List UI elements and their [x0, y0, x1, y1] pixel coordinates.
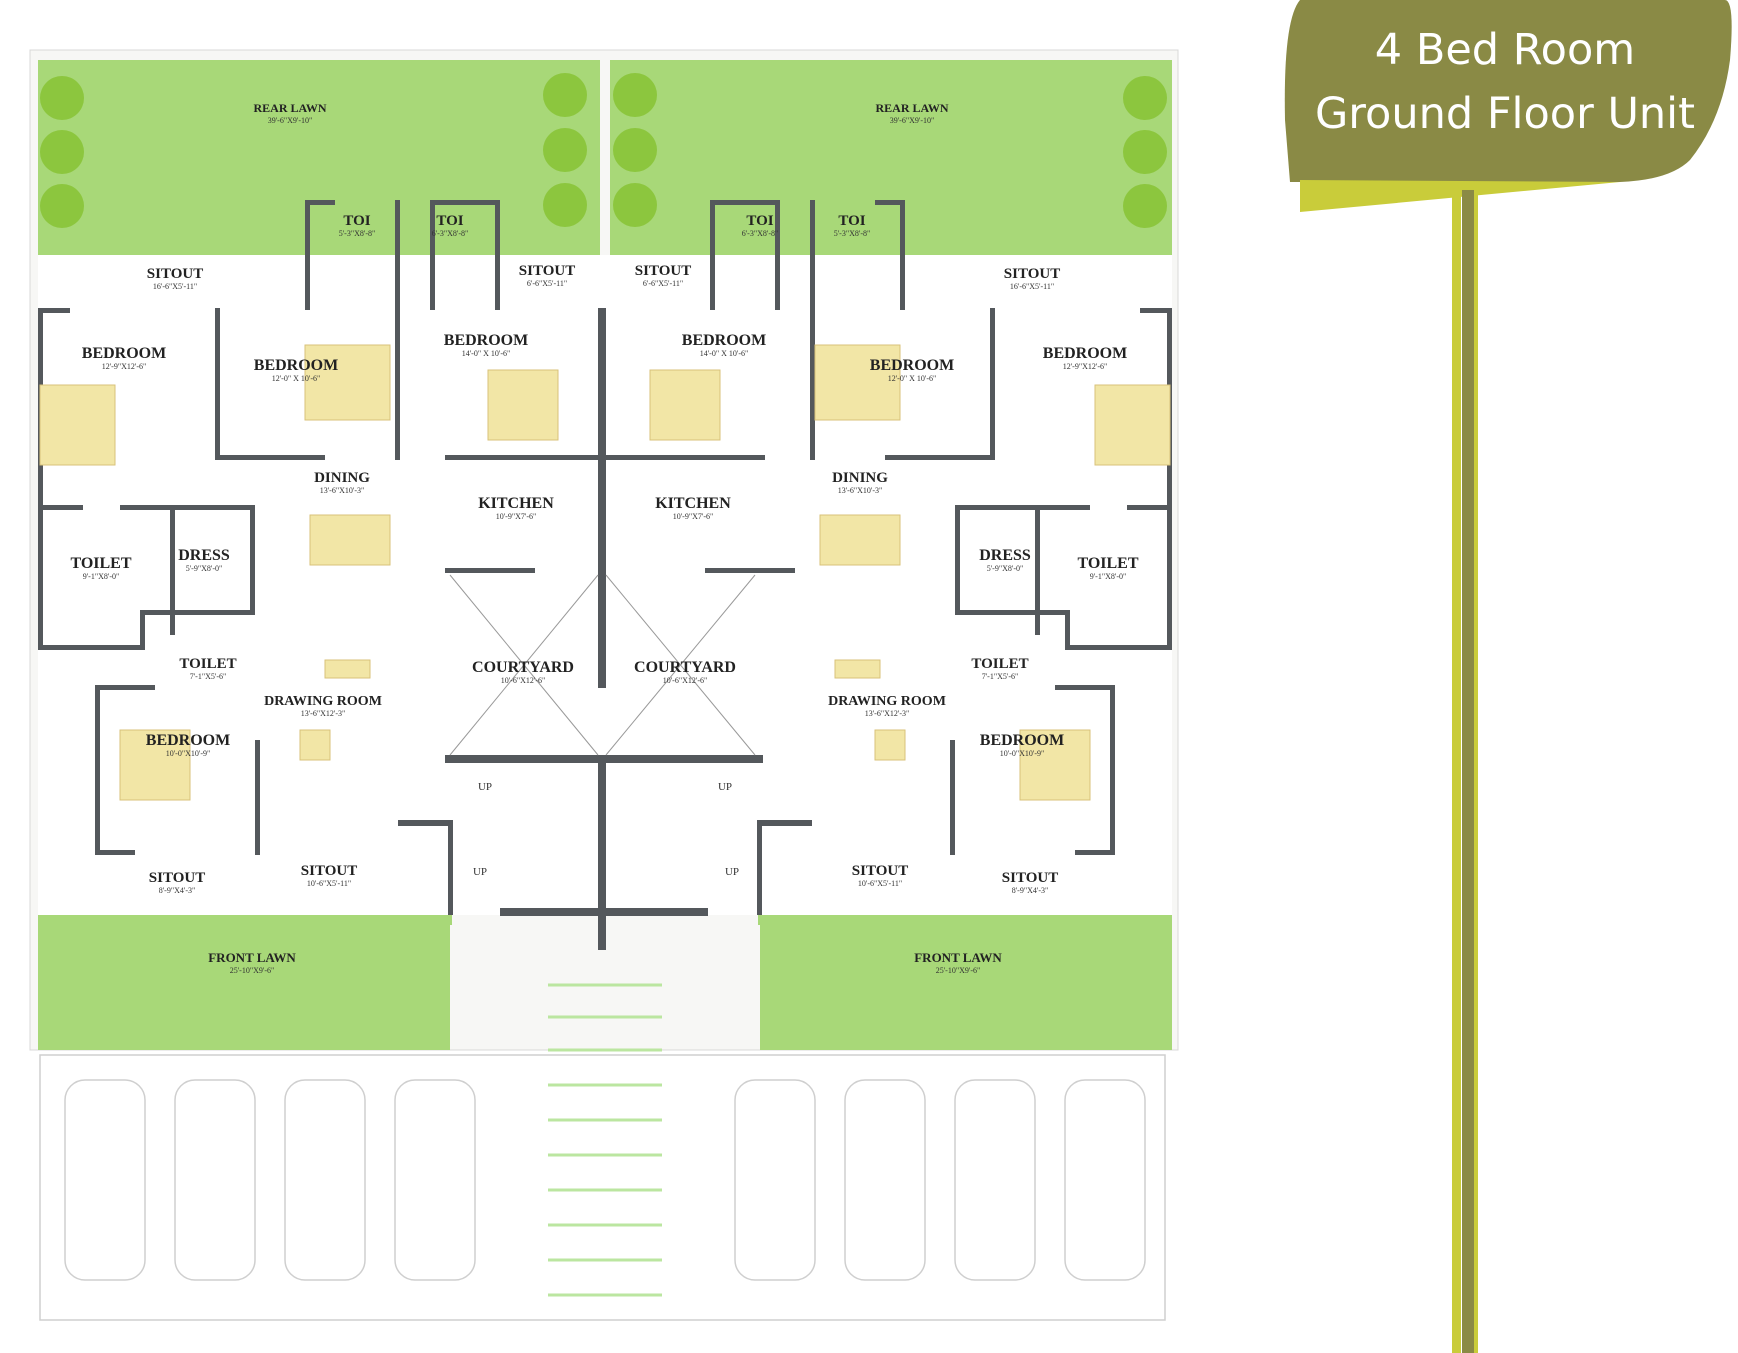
room-label-dining-r: DINING	[832, 470, 888, 486]
room-label-drawing-r: DRAWING ROOM	[828, 694, 946, 709]
room-label-sitout-fl2: SITOUT	[301, 863, 357, 879]
room-label-toi-4: TOI	[838, 213, 865, 229]
room-dimension-front-lawn-r: 25'-10"X9'-6"	[936, 966, 981, 975]
title-line-1: 4 Bed Room	[1374, 25, 1636, 75]
room-dimension-sitout-rc2: 6'-6"X5'-11"	[643, 279, 683, 288]
room-dimension-sitout-rc1: 6'-6"X5'-11"	[527, 279, 567, 288]
room-label-dress-r: DRESS	[979, 547, 1031, 564]
rear-lawn-right-area	[610, 60, 1172, 260]
room-label-toi-3: TOI	[746, 213, 773, 229]
room-label-bedroom-l3: BEDROOM	[444, 332, 528, 349]
room-dimension-bedroom-l4: 10'-0"X10'-9"	[166, 749, 211, 758]
stairs-up-label: UP	[718, 781, 732, 793]
room-label-bedroom-r1: BEDROOM	[1043, 345, 1127, 362]
room-dimension-drawing-l: 13'-6"X12'-3"	[301, 709, 346, 718]
room-label-courtyard-r: COURTYARD	[634, 659, 736, 676]
room-dimension-bedroom-l3: 14'-0" X 10'-6"	[462, 349, 511, 358]
room-dimension-bedroom-r1: 12'-9"X12'-6"	[1063, 362, 1108, 371]
room-dimension-dress-r: 5'-9"X8'-0"	[987, 564, 1024, 573]
room-dimension-sitout-fr2: 10'-6"X5'-11"	[858, 879, 902, 888]
front-lawn-left-area	[38, 915, 450, 1050]
rear-lawn-left-area	[38, 60, 600, 260]
room-label-sitout-rc2: SITOUT	[635, 263, 691, 279]
room-dimension-toi-4: 5'-3"X8'-8"	[834, 229, 871, 238]
room-label-front-lawn-l: FRONT LAWN	[208, 950, 296, 965]
room-label-toilet-l2: TOILET	[179, 656, 236, 672]
room-dimension-dining-r: 13'-6"X10'-3"	[838, 486, 883, 495]
walls	[38, 200, 1172, 950]
room-label-sitout-rc1: SITOUT	[519, 263, 575, 279]
room-label-courtyard-l: COURTYARD	[472, 659, 574, 676]
tree-icon	[40, 73, 1167, 228]
room-dimension-toilet-l: 9'-1"X8'-0"	[83, 572, 120, 581]
room-label-toi-1: TOI	[343, 213, 370, 229]
room-dimension-kitchen-r: 10'-9"X7'-6"	[673, 512, 714, 521]
room-dimension-front-lawn-l: 25'-10"X9'-6"	[230, 966, 275, 975]
room-dimension-sitout-rl: 16'-6"X5'-11"	[153, 282, 197, 291]
room-label-toilet-r2: TOILET	[971, 656, 1028, 672]
room-dimension-sitout-fl1: 8'-9"X4'-3"	[159, 886, 196, 895]
stairs-up-label: UP	[478, 781, 492, 793]
room-dimension-courtyard-l: 10'-6"X12'-6"	[501, 676, 546, 685]
title-line-2: Ground Floor Unit	[1314, 89, 1695, 139]
room-dimension-toi-3: 6'-3"X8'-8"	[742, 229, 779, 238]
room-dimension-sitout-fl2: 10'-6"X5'-11"	[307, 879, 351, 888]
room-dimension-bedroom-l1: 12'-9"X12'-6"	[102, 362, 147, 371]
room-label-kitchen-r: KITCHEN	[655, 495, 731, 512]
room-label-dress-l: DRESS	[178, 547, 230, 564]
room-dimension-bedroom-r3: 14'-0" X 10'-6"	[700, 349, 749, 358]
room-label-bedroom-r3: BEDROOM	[682, 332, 766, 349]
stairs-up-label: UP	[725, 866, 739, 878]
room-dimension-sitout-fr1: 8'-9"X4'-3"	[1012, 886, 1049, 895]
room-dimension-dress-l: 5'-9"X8'-0"	[186, 564, 223, 573]
room-dimension-courtyard-r: 10'-6"X12'-6"	[663, 676, 708, 685]
room-dimension-bedroom-r2: 12'-0" X 10'-6"	[888, 374, 937, 383]
room-dimension-rear-lawn-right: 39'-6"X9'-10"	[890, 116, 935, 125]
room-label-rear-lawn-left: REAR LAWN	[253, 101, 326, 115]
room-dimension-bedroom-r4: 10'-0"X10'-9"	[1000, 749, 1045, 758]
stairs-up-label: UP	[473, 866, 487, 878]
room-label-bedroom-r2: BEDROOM	[870, 357, 954, 374]
room-label-front-lawn-r: FRONT LAWN	[914, 950, 1002, 965]
room-label-sitout-fr2: SITOUT	[852, 863, 908, 879]
room-dimension-toilet-l2: 7'-1"X5'-6"	[190, 672, 227, 681]
room-label-rear-lawn-right: REAR LAWN	[875, 101, 948, 115]
room-label-bedroom-r4: BEDROOM	[980, 732, 1064, 749]
room-dimension-sitout-rr: 16'-6"X5'-11"	[1010, 282, 1054, 291]
room-dimension-bedroom-l2: 12'-0" X 10'-6"	[272, 374, 321, 383]
room-dimension-rear-lawn-left: 39'-6"X9'-10"	[268, 116, 313, 125]
room-dimension-kitchen-l: 10'-9"X7'-6"	[496, 512, 537, 521]
room-label-toilet-l: TOILET	[70, 555, 131, 572]
room-dimension-drawing-r: 13'-6"X12'-3"	[865, 709, 910, 718]
front-lawn-right-area	[760, 915, 1172, 1050]
room-label-bedroom-l2: BEDROOM	[254, 357, 338, 374]
room-dimension-toilet-r: 9'-1"X8'-0"	[1090, 572, 1127, 581]
parking-area	[39, 1054, 1166, 1321]
title-badge: 4 Bed Room Ground Floor Unit	[1300, 18, 1710, 146]
room-dimension-toi-1: 5'-3"X8'-8"	[339, 229, 376, 238]
room-label-toilet-r: TOILET	[1077, 555, 1138, 572]
room-label-drawing-l: DRAWING ROOM	[264, 694, 382, 709]
room-label-bedroom-l1: BEDROOM	[82, 345, 166, 362]
room-label-bedroom-l4: BEDROOM	[146, 732, 230, 749]
room-label-sitout-rr: SITOUT	[1004, 266, 1060, 282]
room-dimension-dining-l: 13'-6"X10'-3"	[320, 486, 365, 495]
room-label-dining-l: DINING	[314, 470, 370, 486]
room-dimension-toilet-r2: 7'-1"X5'-6"	[982, 672, 1019, 681]
room-dimension-toi-2: 6'-3"X8'-8"	[432, 229, 469, 238]
room-label-kitchen-l: KITCHEN	[478, 495, 554, 512]
room-label-toi-2: TOI	[436, 213, 463, 229]
room-label-sitout-fl1: SITOUT	[149, 870, 205, 886]
room-label-sitout-rl: SITOUT	[147, 266, 203, 282]
room-label-sitout-fr1: SITOUT	[1002, 870, 1058, 886]
